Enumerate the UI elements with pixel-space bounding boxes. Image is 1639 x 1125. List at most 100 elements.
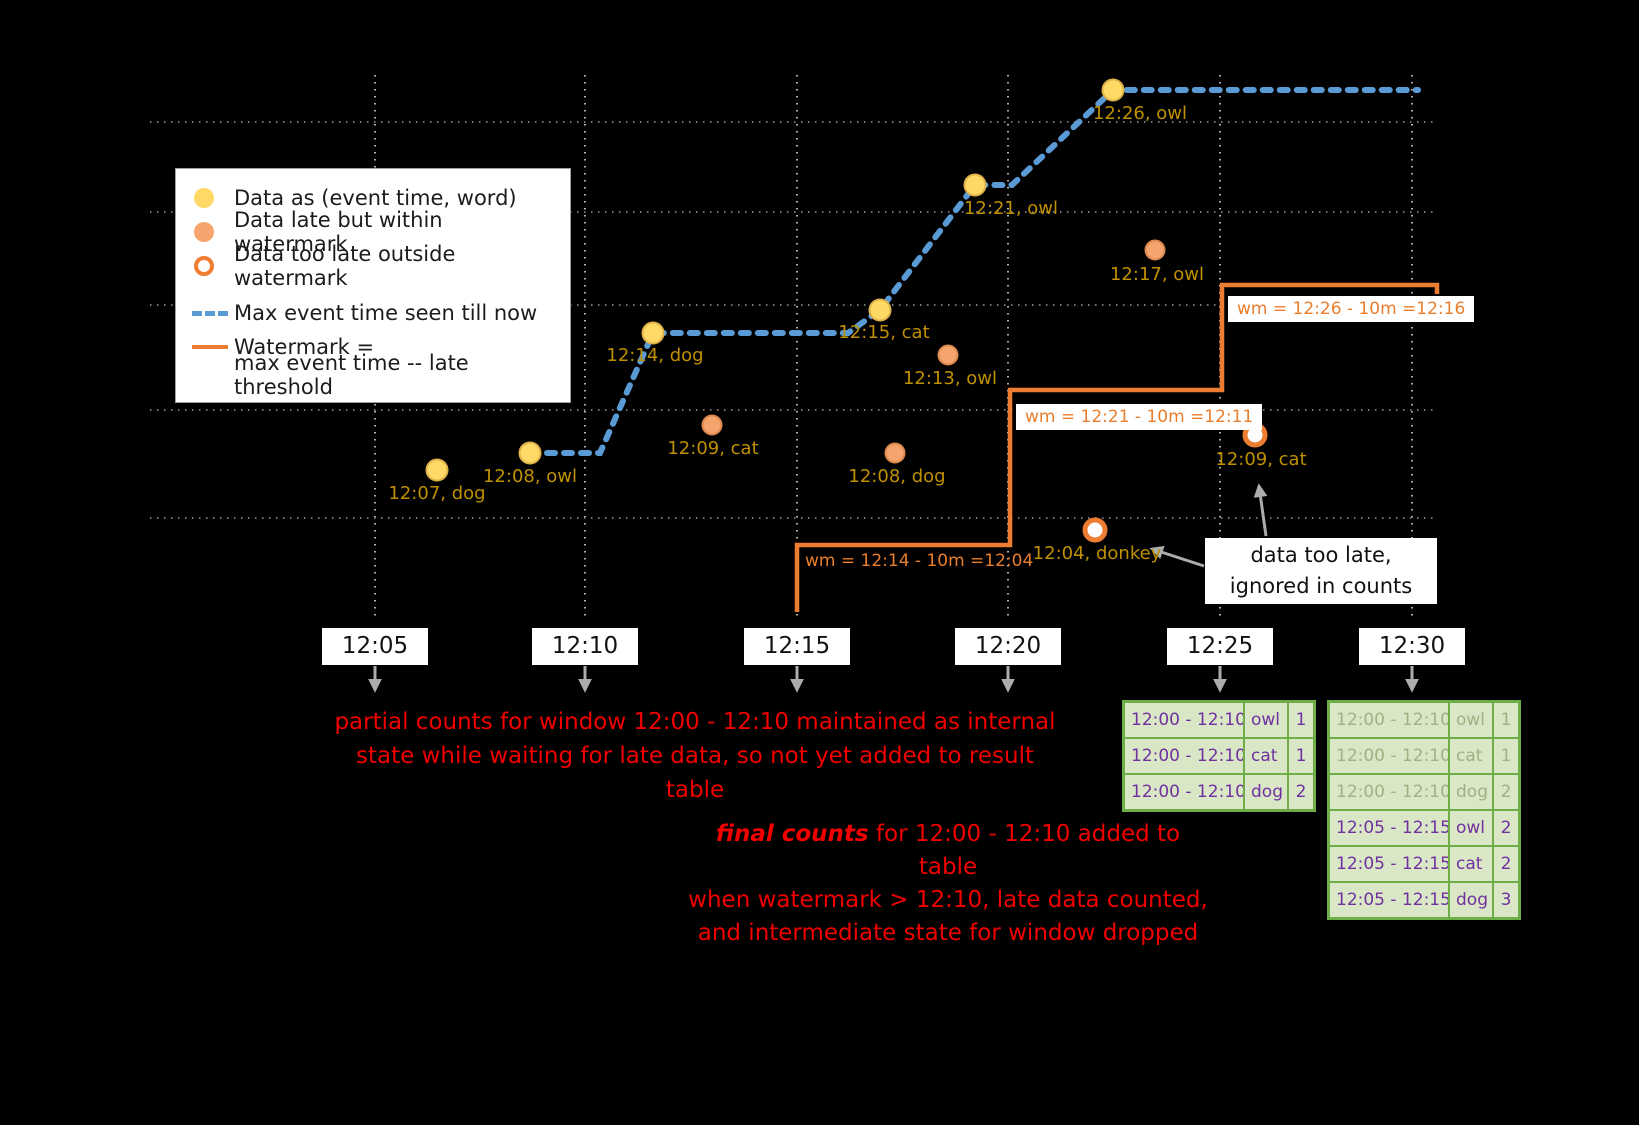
word-cell: owl [1448,703,1492,737]
point-late-1208-dog [884,442,906,464]
late-dot-icon [192,222,234,242]
count-cell: 2 [1492,811,1518,845]
point-label: 12:07, dog [388,483,486,504]
word-cell: dog [1243,775,1287,809]
too-late-note-line1: data too late, [1250,543,1392,567]
count-cell: 1 [1492,739,1518,773]
table-row: 12:00 - 12:10 cat 1 [1330,737,1518,773]
final-counts-note: final counts for 12:00 - 12:10 added to … [688,818,1208,950]
point-ontime-1226-owl [1101,78,1125,102]
legend-item-label: Data as (event time, word) [234,186,517,210]
point-label: 12:13, owl [902,368,998,389]
window-cell: 12:05 - 12:15 [1336,890,1451,910]
too-late-note-line2: ignored in counts [1229,574,1413,598]
final-counts-rest: for 12:00 - 12:10 added to table [868,821,1181,880]
window-cell: 12:00 - 12:10 [1336,746,1451,766]
too-late-note-arrows [1149,483,1268,568]
partial-counts-note-line1: partial counts for window 12:00 - 12:10 … [334,709,1056,735]
legend-item-label: max event time -- late threshold [234,350,469,399]
count-cell: 2 [1492,847,1518,881]
count-cell: 1 [1287,739,1313,773]
table-row: 12:05 - 12:15 owl 2 [1330,809,1518,845]
watermark-step-line [794,282,1440,612]
point-label: 12:14, dog [606,345,704,366]
word-cell: dog [1448,883,1492,917]
point-toolate-1204-donkey [1082,517,1108,543]
point-label: 12:15, cat [838,322,930,343]
axis-tick-1210: 12:10 [532,628,638,665]
axis-tick-1230: 12:30 [1359,628,1465,665]
table-row: 12:00 - 12:10 dog 2 [1330,773,1518,809]
point-late-1217-owl [1144,239,1166,261]
word-cell: cat [1243,739,1287,773]
point-label: 12:21, owl [963,198,1059,219]
legend-item-watermark: Watermark = [192,330,554,364]
count-cell: 1 [1492,703,1518,737]
legend-item-maxevent: Max event time seen till now [192,296,554,330]
table-row: 12:00 - 12:10 owl 1 [1125,703,1313,737]
legend-item-label: Watermark = [234,335,375,359]
table-row: 12:00 - 12:10 dog 2 [1125,773,1313,809]
max-event-time-line [527,87,1421,456]
point-label: 12:09, cat [1215,449,1307,470]
point-label: 12:09, cat [667,438,759,459]
table-row: 12:05 - 12:15 dog 3 [1330,881,1518,917]
legend-item-label: Data late but within watermark [234,208,443,256]
point-ontime-1221-owl [963,173,987,197]
legend-item-late: Data late but within watermark [192,208,554,256]
point-label: 12:08, owl [482,466,578,487]
partial-counts-note: partial counts for window 12:00 - 12:10 … [330,705,1060,807]
watermark-label-1: wm = 12:14 - 10m =12:04 [805,551,1034,571]
too-late-note: data too late, ignored in counts [1205,538,1437,604]
window-cell: 12:05 - 12:15 [1336,818,1451,838]
legend: Data as (event time, word) Data late but… [175,168,571,403]
word-cell: owl [1448,811,1492,845]
final-counts-note-line2: when watermark > 12:10, late data counte… [688,887,1208,913]
window-cell: 12:05 - 12:15 [1336,854,1451,874]
table-row: 12:00 - 12:10 cat 1 [1125,737,1313,773]
word-cell: cat [1448,847,1492,881]
final-counts-emphasis: final counts [715,821,869,847]
watermark-label-2: wm = 12:21 - 10m =12:11 [1016,404,1263,430]
result-table-1225: 12:00 - 12:10 owl 1 12:00 - 12:10 cat 1 … [1122,700,1316,812]
tick-arrows [368,666,1419,693]
final-counts-note-line1: final counts for 12:00 - 12:10 added to … [688,818,1208,884]
axis-tick-1220: 12:20 [955,628,1061,665]
point-label: 12:04, donkey [1032,543,1162,564]
count-cell: 3 [1492,883,1518,917]
axis-tick-1205: 12:05 [322,628,428,665]
axis-tick-1225: 12:25 [1167,628,1273,665]
table-row: 12:00 - 12:10 owl 1 [1330,703,1518,737]
window-cell: 12:00 - 12:10 [1336,710,1451,730]
count-cell: 1 [1287,703,1313,737]
point-late-1213-owl [937,344,959,366]
legend-item-toolate: Data too late outside watermark [192,242,554,290]
point-label: 12:08, dog [848,466,946,487]
legend-item-watermark-cont: max event time -- late threshold [192,351,554,399]
result-table-1230: 12:00 - 12:10 owl 1 12:00 - 12:10 cat 1 … [1327,700,1521,920]
solid-line-icon [192,345,234,349]
point-label: 12:17, owl [1109,264,1205,285]
toolate-ring-icon [192,256,234,276]
count-cell: 2 [1492,775,1518,809]
final-counts-note-line3: and intermediate state for window droppe… [697,920,1199,946]
word-cell: owl [1243,703,1287,737]
point-label: 12:26, owl [1092,103,1188,124]
axis-tick-1215: 12:15 [744,628,850,665]
point-ontime-1207-dog [425,458,449,482]
legend-item-label: Data too late outside watermark [234,242,456,290]
word-cell: dog [1448,775,1492,809]
point-late-1209-cat [701,414,723,436]
dashed-line-icon [192,310,234,316]
partial-counts-note-line2: state while waiting for late data, so no… [356,743,1034,803]
ontime-dot-icon [192,188,234,208]
point-ontime-1215-cat [868,298,892,322]
table-row: 12:05 - 12:15 cat 2 [1330,845,1518,881]
legend-item-label: Max event time seen till now [234,301,538,325]
legend-item-ontime: Data as (event time, word) [192,181,554,215]
word-cell: cat [1448,739,1492,773]
window-cell: 12:00 - 12:10 [1336,782,1451,802]
point-ontime-1214-dog [641,321,665,345]
window-cell: 12:00 - 12:10 [1131,782,1246,802]
